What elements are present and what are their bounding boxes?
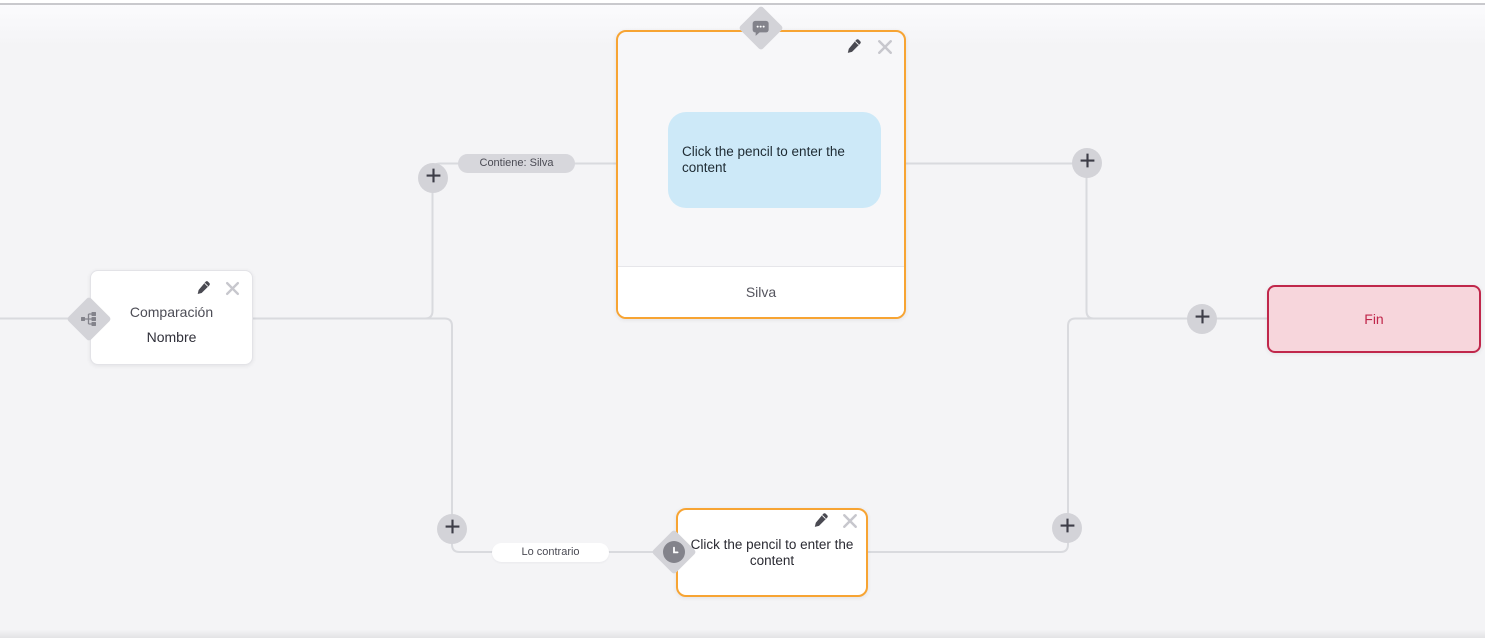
add-block-button-before-end[interactable] — [1187, 304, 1217, 334]
plus-icon — [1059, 517, 1076, 539]
end-node-label: Fin — [1364, 311, 1384, 327]
pencil-icon — [813, 512, 829, 533]
branch-label-match: Contiene: Silva — [458, 154, 575, 173]
edge-delay-to-end — [868, 317, 1096, 553]
condition-variable: Nombre — [146, 329, 197, 345]
message-preview-bubble: Click the pencil to enter the content — [668, 112, 881, 208]
delete-button[interactable] — [842, 513, 858, 534]
pencil-icon — [196, 280, 211, 300]
delete-button[interactable] — [224, 281, 240, 301]
plus-icon — [425, 167, 442, 189]
close-icon — [225, 281, 240, 301]
message-node-footer: Silva — [618, 266, 904, 317]
edge-message-to-end — [906, 162, 1268, 320]
delay-node-handle[interactable] — [651, 529, 697, 575]
close-icon — [842, 513, 858, 534]
delay-placeholder-text: Click the pencil to enter the content — [690, 537, 854, 568]
add-block-button-top-right[interactable] — [1072, 148, 1102, 178]
message-bubble-icon — [752, 20, 770, 37]
message-node[interactable]: Click the pencil to enter the content Si… — [616, 30, 906, 319]
plus-icon — [444, 518, 461, 540]
close-icon — [877, 39, 893, 60]
delete-button[interactable] — [877, 39, 893, 60]
add-block-button-top-left[interactable] — [418, 163, 448, 193]
toolbar-bottom-edge — [0, 0, 1485, 5]
message-node-title: Silva — [745, 284, 777, 300]
pencil-icon — [846, 38, 862, 59]
edge-condition-to-delay — [253, 317, 660, 553]
branch-label-else: Lo contrario — [492, 543, 609, 562]
plus-icon — [1079, 152, 1096, 174]
delay-node[interactable]: Click the pencil to enter the content — [676, 508, 868, 597]
condition-node-handle[interactable] — [66, 296, 112, 342]
end-node[interactable]: Fin — [1267, 285, 1481, 353]
message-placeholder-text: Click the pencil to enter the content — [682, 144, 845, 175]
add-block-button-bottom-left[interactable] — [437, 514, 467, 544]
edit-pencil-button[interactable] — [846, 38, 862, 59]
edit-pencil-button[interactable] — [195, 280, 211, 300]
message-node-handle[interactable] — [738, 5, 784, 51]
plus-icon — [1194, 308, 1211, 330]
condition-title: Comparación — [129, 304, 214, 320]
condition-node[interactable]: Comparación Nombre — [90, 270, 253, 365]
clock-icon — [663, 541, 685, 563]
edit-pencil-button[interactable] — [813, 512, 829, 533]
add-block-button-bottom-right[interactable] — [1052, 513, 1082, 543]
branch-icon — [81, 311, 97, 327]
